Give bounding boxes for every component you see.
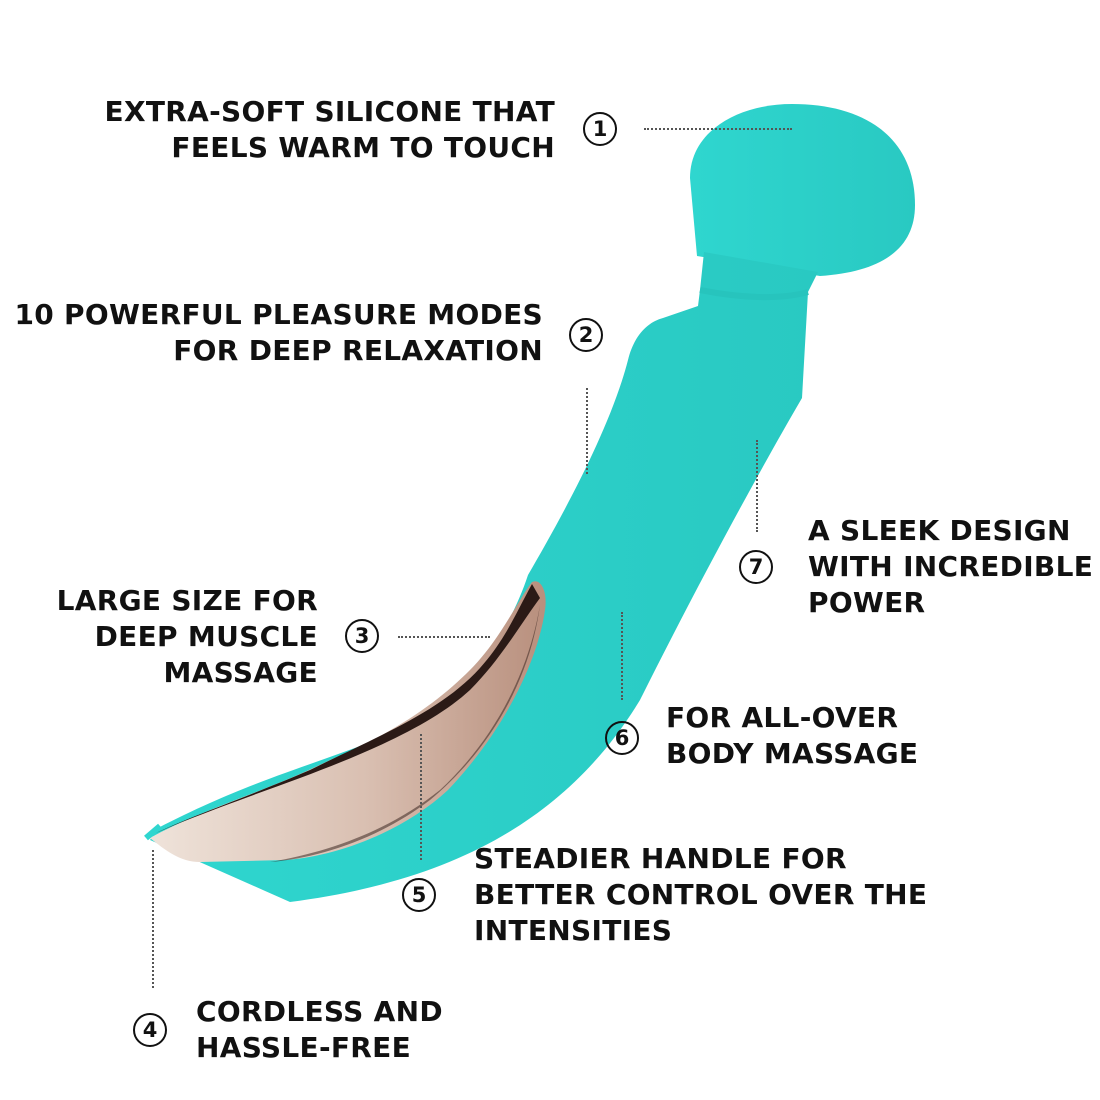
feature-5-line-2: BETTER CONTROL OVER THE xyxy=(474,878,928,911)
feature-1-line-2: FEELS WARM TO TOUCH xyxy=(171,131,555,164)
feature-3-line-2: DEEP MUSCLE xyxy=(94,620,318,653)
wand-metal-handle xyxy=(150,581,546,862)
feature-7-line-2: WITH INCREDIBLE xyxy=(808,550,1094,583)
feature-5-line-1: STEADIER HANDLE FOR xyxy=(474,842,847,875)
feature-4-line-1: CORDLESS AND xyxy=(196,995,443,1028)
feature-2-line-1: 10 POWERFUL PLEASURE MODES xyxy=(14,298,543,331)
feature-2-label: 10 POWERFUL PLEASURE MODES FOR DEEP RELA… xyxy=(14,297,543,369)
feature-1-line-1: EXTRA-SOFT SILICONE THAT xyxy=(104,95,555,128)
leader-line-7 xyxy=(756,440,758,532)
feature-3-number: 3 xyxy=(345,619,379,653)
feature-7-line-1: A SLEEK DESIGN xyxy=(808,514,1071,547)
feature-7-number: 7 xyxy=(739,550,773,584)
feature-7-line-3: POWER xyxy=(808,586,926,619)
feature-7-label: A SLEEK DESIGN WITH INCREDIBLE POWER xyxy=(808,513,1093,621)
feature-3-label: LARGE SIZE FOR DEEP MUSCLE MASSAGE xyxy=(57,583,318,691)
feature-2-line-2: FOR DEEP RELAXATION xyxy=(173,334,543,367)
tip-edge xyxy=(144,823,162,841)
leader-line-3 xyxy=(398,636,490,638)
feature-3-line-1: LARGE SIZE FOR xyxy=(56,584,318,617)
feature-6-line-1: FOR ALL-OVER xyxy=(666,701,899,734)
feature-4-label: CORDLESS AND HASSLE-FREE xyxy=(196,994,443,1066)
feature-1-label: EXTRA-SOFT SILICONE THAT FEELS WARM TO T… xyxy=(105,94,555,166)
feature-5-line-3: INTENSITIES xyxy=(474,914,673,947)
leader-line-4 xyxy=(152,850,154,988)
wand-head xyxy=(690,104,915,276)
leader-line-5 xyxy=(420,734,422,860)
feature-6-label: FOR ALL-OVER BODY MASSAGE xyxy=(666,700,918,772)
neck-shadow xyxy=(699,287,809,301)
feature-5-label: STEADIER HANDLE FOR BETTER CONTROL OVER … xyxy=(474,841,927,949)
leader-line-2 xyxy=(586,388,588,474)
feature-6-line-2: BODY MASSAGE xyxy=(666,737,919,770)
feature-4-line-2: HASSLE-FREE xyxy=(196,1031,412,1064)
leader-line-1 xyxy=(644,128,792,130)
wand-body xyxy=(150,252,818,902)
leader-line-6 xyxy=(621,612,623,700)
feature-6-number: 6 xyxy=(605,721,639,755)
feature-2-number: 2 xyxy=(569,318,603,352)
feature-3-line-3: MASSAGE xyxy=(163,656,318,689)
feature-4-number: 4 xyxy=(133,1013,167,1047)
feature-1-number: 1 xyxy=(583,112,617,146)
feature-5-number: 5 xyxy=(402,878,436,912)
